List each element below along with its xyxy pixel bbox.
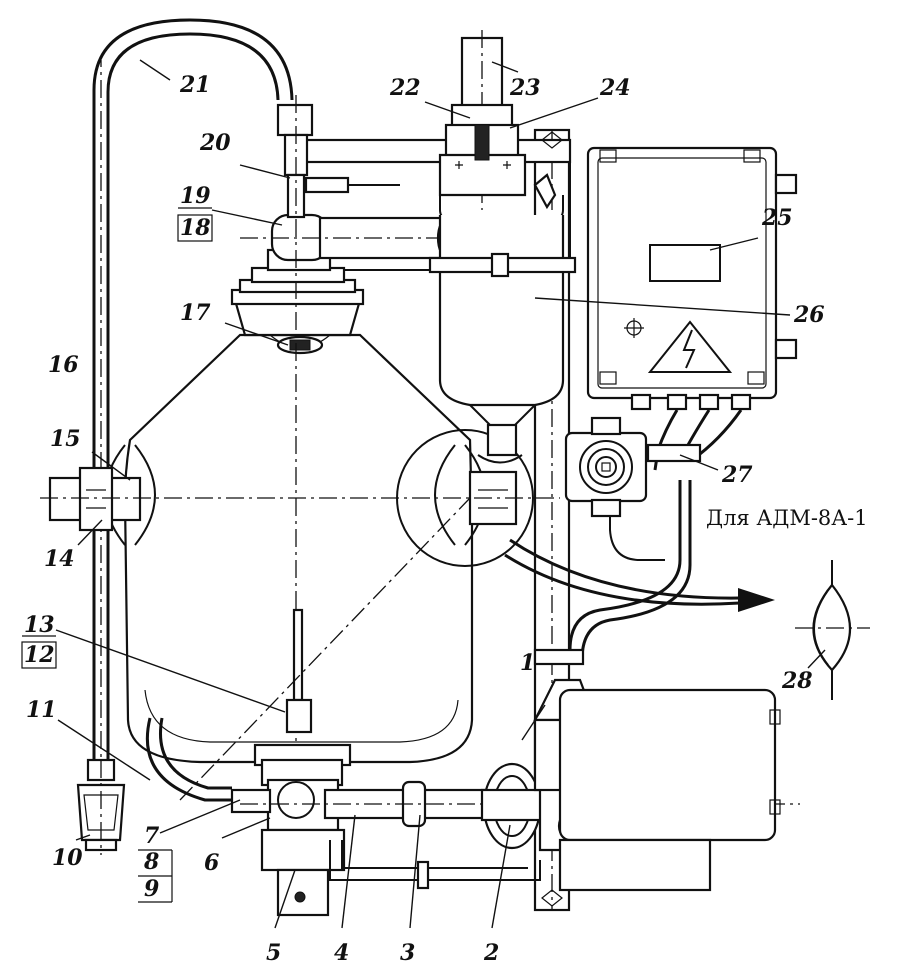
label-17: 17 — [180, 300, 211, 326]
label-12: 12 — [24, 642, 55, 668]
label-14: 14 — [44, 546, 75, 572]
hose-21 — [92, 18, 294, 780]
label-25: 25 — [761, 205, 793, 231]
label-1: 1 — [520, 650, 535, 676]
label-3: 3 — [400, 940, 415, 966]
rod-13 — [285, 608, 313, 734]
label-28: 28 — [781, 668, 813, 694]
control-box-25 — [586, 146, 798, 411]
label-boxes — [21, 207, 213, 903]
label-19: 19 — [180, 183, 211, 209]
label-5: 5 — [266, 940, 281, 966]
label-21: 21 — [179, 72, 211, 98]
flow-arrow — [504, 538, 775, 612]
label-8: 8 — [143, 849, 159, 875]
label-2: 2 — [483, 940, 499, 966]
return-hose-11 — [145, 717, 232, 802]
label-24: 24 — [599, 75, 631, 101]
label-26: 26 — [793, 302, 825, 328]
label-27: 27 — [721, 462, 753, 488]
label-6: 6 — [204, 850, 219, 876]
nozzle-10 — [76, 758, 126, 855]
label-11: 11 — [26, 697, 57, 723]
caption-adm: Для АДМ-8А-1 — [706, 506, 868, 530]
label-10: 10 — [52, 845, 83, 871]
callout-labels: 1 2 3 4 5 6 7 8 9 10 11 12 13 14 15 16 1… — [24, 72, 868, 966]
motor — [533, 648, 781, 892]
label-13: 13 — [24, 612, 55, 638]
label-18: 18 — [180, 215, 211, 241]
label-7: 7 — [144, 823, 160, 849]
label-16: 16 — [48, 352, 79, 378]
sight-glass-left — [48, 444, 156, 546]
fitting-22 — [438, 30, 557, 210]
elbow-19 — [240, 213, 470, 262]
filter-26 — [428, 190, 577, 464]
label-22: 22 — [389, 75, 421, 101]
leader-lines — [55, 59, 826, 929]
detail-28 — [795, 560, 870, 700]
switch-27 — [564, 416, 702, 518]
pump-housing — [230, 743, 352, 917]
valve-20 — [276, 95, 400, 900]
label-23: 23 — [509, 75, 541, 101]
label-20: 20 — [199, 130, 231, 156]
label-4: 4 — [334, 940, 349, 966]
label-15: 15 — [50, 426, 81, 452]
label-9: 9 — [144, 876, 159, 902]
